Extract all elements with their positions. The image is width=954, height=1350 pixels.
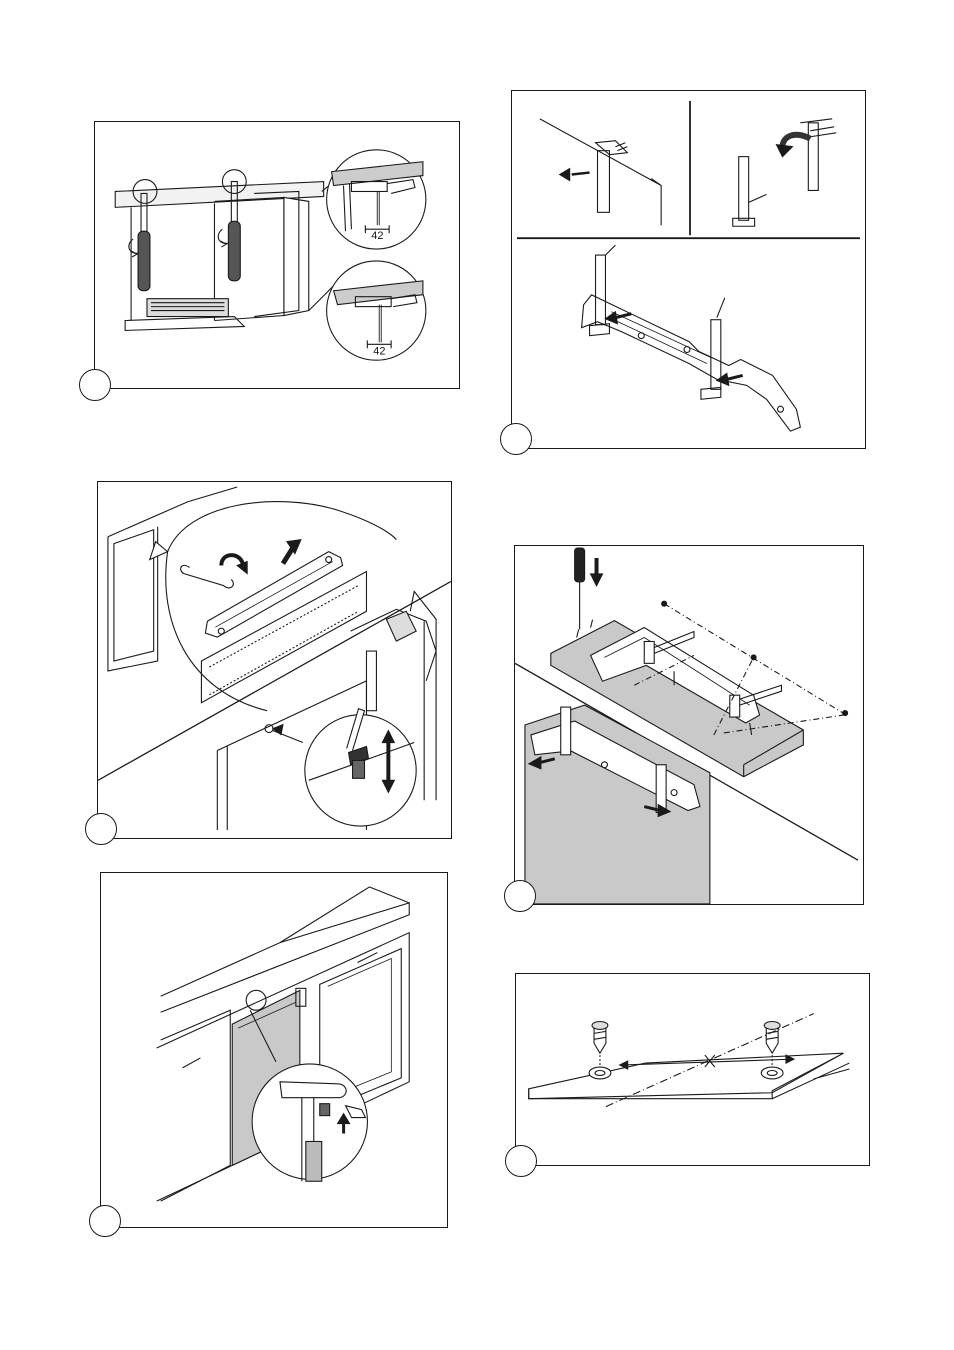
step-badge-5 — [89, 1205, 121, 1237]
figure-panel-installed-view — [100, 872, 448, 1228]
step-badge-1 — [79, 369, 111, 401]
installed-view-illustration — [101, 873, 447, 1227]
dimension-label-bottom: 42 — [373, 345, 385, 357]
screw-left-icon — [592, 1022, 608, 1054]
figure-panel-bracket-parts — [511, 90, 866, 449]
screw-positions-illustration — [516, 974, 869, 1165]
screw-right-icon — [764, 1022, 780, 1054]
dimension-label-top: 42 — [371, 230, 383, 242]
figure-panel-hinge-adjust: 42 42 — [94, 121, 460, 389]
figure-panel-bracket-fixing — [514, 545, 864, 905]
bracket-parts-illustration — [512, 91, 865, 448]
step-badge-6 — [505, 1145, 537, 1177]
hinge-adjust-illustration: 42 42 — [95, 122, 459, 388]
figure-panel-bracket-removal — [97, 481, 452, 839]
step-badge-3 — [85, 813, 117, 845]
bracket-removal-illustration — [98, 482, 451, 838]
step-badge-4 — [504, 880, 536, 912]
figure-panel-screw-positions — [515, 973, 870, 1166]
step-badge-2 — [500, 423, 532, 455]
bracket-fixing-illustration — [515, 546, 863, 904]
screwdriver-left-icon — [129, 193, 150, 290]
